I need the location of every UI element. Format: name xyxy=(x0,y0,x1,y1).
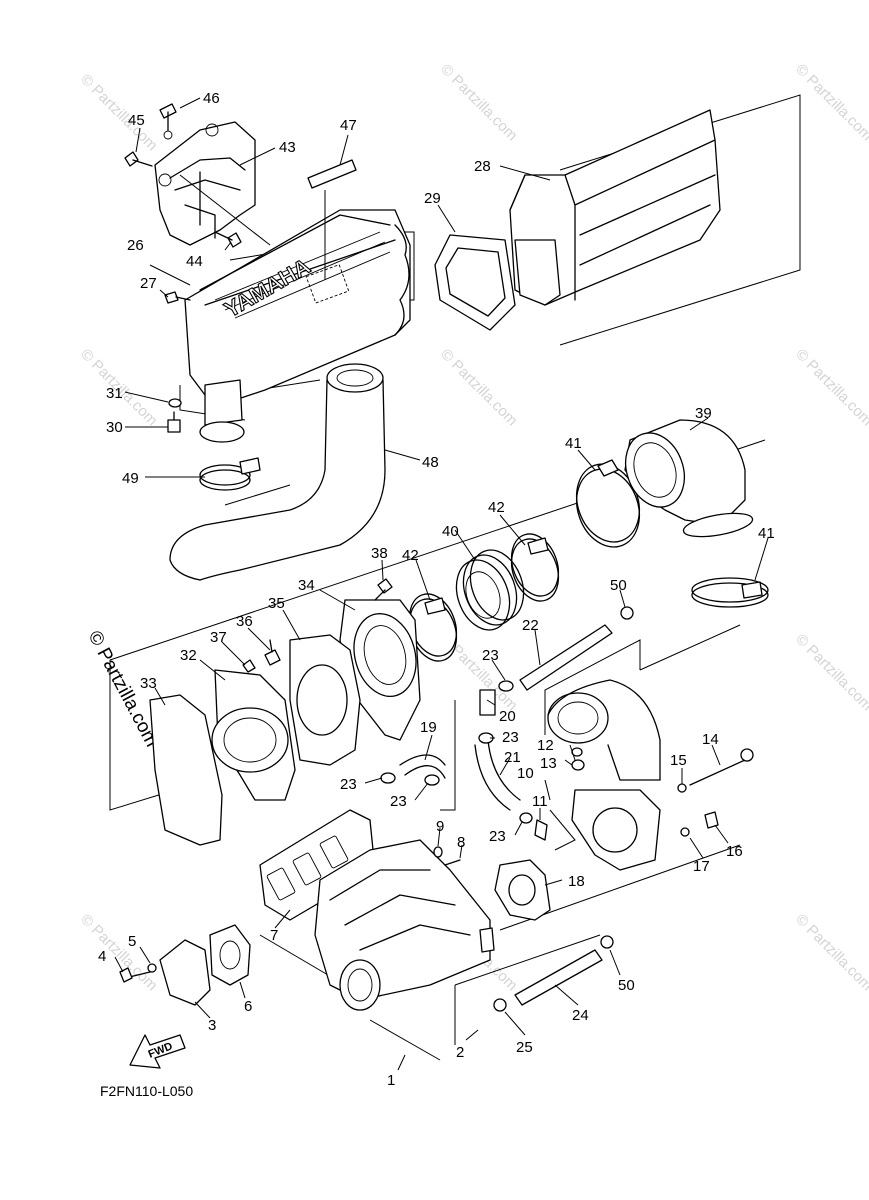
part-label: 20 xyxy=(499,708,516,725)
part-label: 44 xyxy=(186,253,203,270)
part-label: 33 xyxy=(140,675,157,692)
part-label: 46 xyxy=(203,90,220,107)
watermark: © Partzilla.com xyxy=(792,346,869,429)
part-label: 5 xyxy=(128,933,136,950)
part-label: 27 xyxy=(140,275,157,292)
part-label: 7 xyxy=(270,927,278,944)
part-label: 38 xyxy=(371,545,388,562)
part-label: 16 xyxy=(726,843,743,860)
water-lock-elbow xyxy=(534,679,754,871)
part-label: 11 xyxy=(532,793,548,810)
part-label: 41 xyxy=(565,435,582,452)
part-label: 17 xyxy=(693,858,710,875)
watermark: © Partzilla.com xyxy=(77,911,160,994)
part-label: 50 xyxy=(610,577,627,594)
part-label: 37 xyxy=(210,629,227,646)
part-label: 34 xyxy=(298,577,315,594)
part-label: 35 xyxy=(268,595,285,612)
part-label: 1 xyxy=(387,1072,395,1089)
part-label: 15 xyxy=(670,752,687,769)
part-label: 49 xyxy=(122,470,139,487)
part-label: 22 xyxy=(522,617,539,634)
watermark: © Partzilla.com xyxy=(437,346,520,429)
part-label: 36 xyxy=(236,613,253,630)
part-label: 4 xyxy=(98,948,106,965)
air-filter-assembly xyxy=(434,109,721,331)
part-label: 3 xyxy=(208,1017,216,1034)
part-label: 26 xyxy=(127,237,144,254)
gasket-35-bore xyxy=(296,664,348,736)
forward-arrow: FWD xyxy=(129,1034,186,1069)
part-label: 8 xyxy=(457,834,465,851)
part-label: 23 xyxy=(482,647,499,664)
part-label: 43 xyxy=(279,139,296,156)
part-label: 10 xyxy=(517,765,534,782)
part-label: 23 xyxy=(390,793,407,810)
watermark: © Partzilla.com xyxy=(77,71,160,154)
coupling-sleeve xyxy=(408,533,560,662)
part-label: 31 xyxy=(106,385,123,402)
gasket-18-bore xyxy=(508,874,536,906)
duct-outlet xyxy=(199,379,261,491)
part-label: 45 xyxy=(128,112,145,129)
part-label: 40 xyxy=(442,523,459,540)
part-label: 48 xyxy=(422,454,439,471)
part-label: 9 xyxy=(436,818,444,835)
part-label: 23 xyxy=(340,776,357,793)
part-label: 14 xyxy=(702,731,719,748)
part-label: 25 xyxy=(516,1039,533,1056)
part-label: 42 xyxy=(402,547,419,564)
muffler-flange xyxy=(339,578,421,741)
watermark: © Partzilla.com xyxy=(437,61,520,144)
part-label: 28 xyxy=(474,158,491,175)
fwd-label: FWD xyxy=(147,1040,175,1061)
part-labels: 1 2 3 4 5 6 7 8 9 10 11 12 13 14 15 16 1… xyxy=(98,90,775,1089)
part-label: 23 xyxy=(489,828,506,845)
part-label: 30 xyxy=(106,419,123,436)
part-label: 39 xyxy=(695,405,712,422)
part-label: 19 xyxy=(420,719,437,736)
part-label: 24 xyxy=(572,1007,589,1024)
part-label: 29 xyxy=(424,190,441,207)
intake-hose xyxy=(169,363,386,581)
part-label: 47 xyxy=(340,117,357,134)
gasket-18 xyxy=(494,859,551,921)
diagram-code: F2FN110-L050 xyxy=(100,1083,193,1099)
part-label: 18 xyxy=(568,873,585,890)
part-label: 23 xyxy=(502,729,519,746)
part-label: 2 xyxy=(456,1044,464,1061)
part-label: 6 xyxy=(244,998,252,1015)
part-label: 21 xyxy=(504,749,521,766)
part-label: 12 xyxy=(537,737,554,754)
caution-label xyxy=(307,159,357,189)
exhaust-pipe xyxy=(149,639,296,846)
part-label: 32 xyxy=(180,647,197,664)
gasket-35 xyxy=(289,634,361,766)
leader-lines xyxy=(114,97,769,1071)
part-label: 50 xyxy=(618,977,635,994)
bracket-assembly xyxy=(124,103,271,248)
watermark: © Partzilla.com xyxy=(792,911,869,994)
watermark: © Partzilla.com xyxy=(792,61,869,144)
part-label: 13 xyxy=(540,755,557,772)
drain-screw xyxy=(167,398,182,433)
exhaust-manifold xyxy=(259,809,495,1011)
exhaust-elbow xyxy=(576,419,769,608)
hoses xyxy=(380,606,634,1012)
part-label: 41 xyxy=(758,525,775,542)
watermark: © Partzilla.com xyxy=(792,631,869,714)
part-label: 42 xyxy=(488,499,505,516)
